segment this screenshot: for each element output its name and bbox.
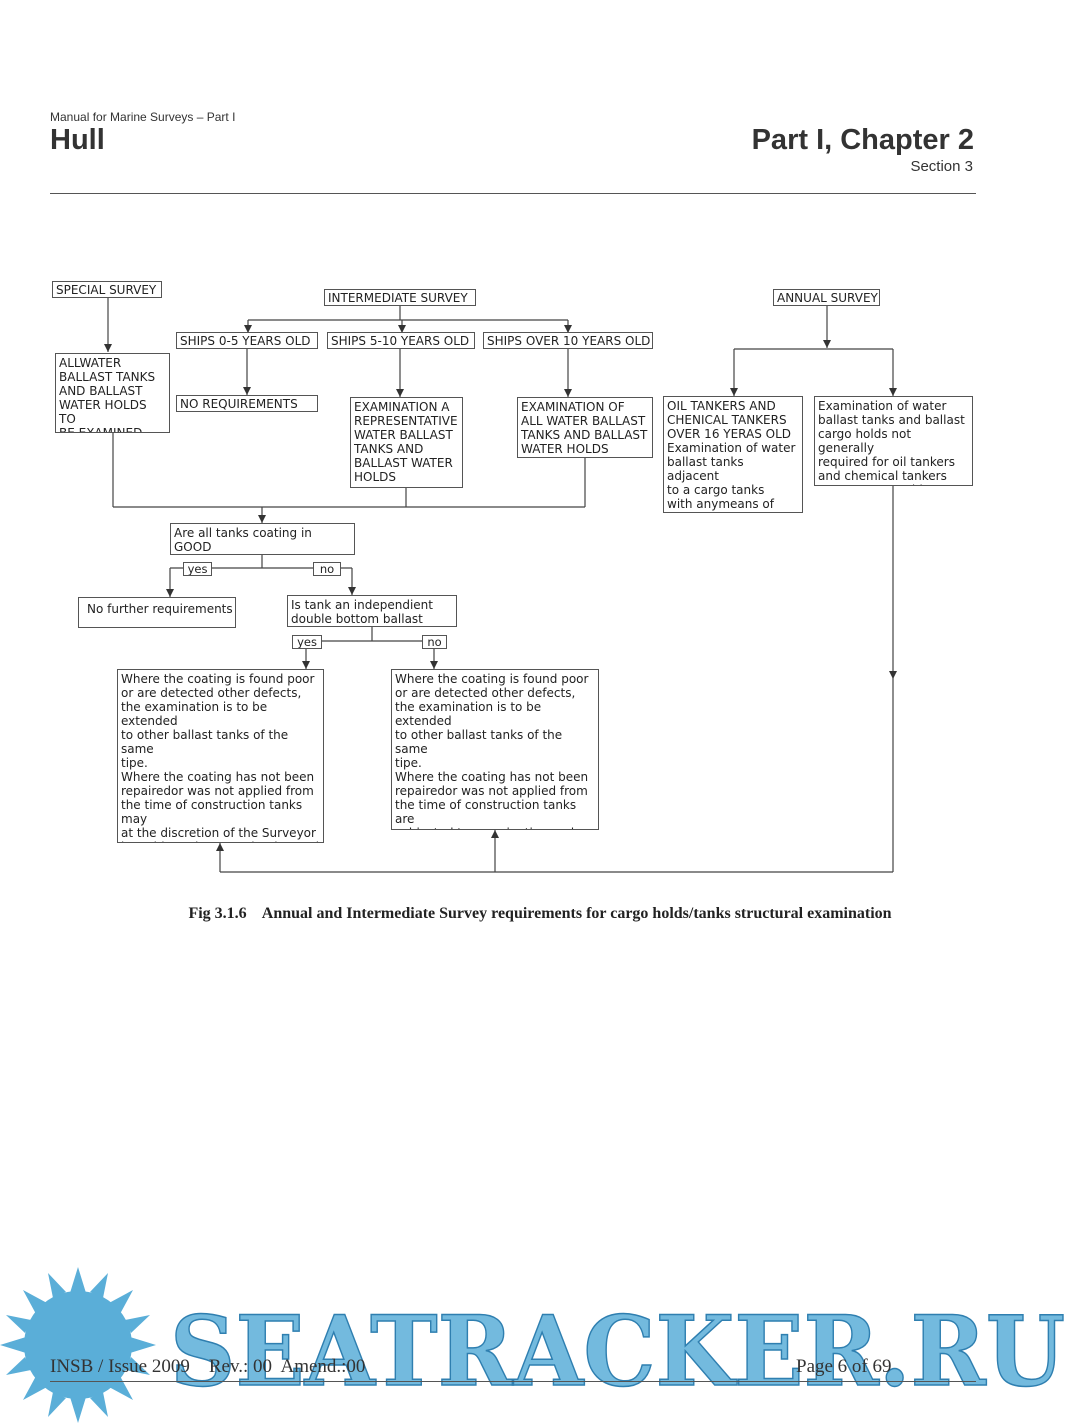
section-number: Section 3 — [910, 158, 973, 175]
coating-question-box: Are all tanks coating in GOOD or FAIR co… — [170, 523, 355, 555]
oil-tankers-box: OIL TANKERS AND CHENICAL TANKERS OVER 16… — [663, 396, 803, 513]
exam-representative-box: EXAMINATION A REPRESENTATIVE WATER BALLA… — [350, 397, 463, 488]
exam-all-box: EXAMINATION OF ALL WATER BALLAST TANKS A… — [517, 397, 653, 458]
result-right-box: Where the coating is found poor or are d… — [391, 669, 599, 830]
footer-divider — [50, 1381, 976, 1382]
intermediate-survey-box: INTERMEDIATE SURVEY — [324, 289, 476, 306]
ships-5-10-box: SHIPS 5-10 YEARS OLD — [327, 332, 475, 349]
result-left-box: Where the coating is found poor or are d… — [117, 669, 324, 843]
annual-survey-box: ANNUAL SURVEY — [773, 289, 880, 306]
no-further-requirements-box: No further requirements — [78, 597, 236, 628]
yes-label-2: yes — [292, 635, 322, 649]
section-title: Hull — [50, 124, 105, 156]
yes-label-1: yes — [183, 562, 212, 576]
no-label-2: no — [422, 635, 447, 649]
no-label-1: no — [313, 562, 341, 576]
header-divider — [50, 193, 976, 194]
watermark-text: SEATRACKER.RU — [170, 1295, 1065, 1408]
ships-over-10-box: SHIPS OVER 10 YEARS OLD — [483, 332, 653, 349]
sun-icon — [0, 1267, 156, 1423]
special-survey-box: SPECIAL SURVEY — [52, 281, 162, 298]
all-water-ballast-box: ALLWATER BALLAST TANKS AND BALLAST WATER… — [55, 353, 170, 433]
figure-caption: Fig 3.1.6 Annual and Intermediate Survey… — [188, 905, 892, 922]
no-requirements-box: NO REQUIREMENTS — [176, 395, 318, 412]
footer-page: Page 6 of 69 — [796, 1356, 892, 1377]
footer-issue: INSB / Issue 2009 Rev.: 00 Amend.:00 — [50, 1356, 366, 1377]
ships-0-5-box: SHIPS 0-5 YEARS OLD — [176, 332, 318, 349]
tank-question-box: Is tank an independient double bottom ba… — [287, 595, 457, 627]
exam-not-required-box: Examination of water ballast tanks and b… — [814, 396, 973, 486]
part-chapter: Part I, Chapter 2 — [751, 124, 974, 156]
manual-title: Manual for Marine Surveys – Part I — [50, 110, 236, 124]
